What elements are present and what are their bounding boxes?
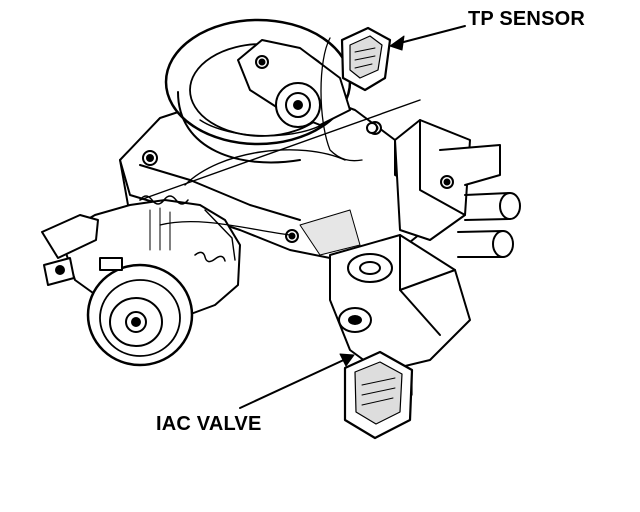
tp-sensor xyxy=(237,26,392,162)
throttle-linkage xyxy=(41,195,291,367)
iac-valve xyxy=(329,234,471,440)
iac-valve-leader xyxy=(239,353,355,409)
coolant-pipes xyxy=(394,119,521,258)
iac-valve-label: IAC VALVE xyxy=(156,413,262,435)
tp-sensor-leader xyxy=(389,25,466,51)
tp-sensor-label: TP SENSOR xyxy=(468,8,586,30)
